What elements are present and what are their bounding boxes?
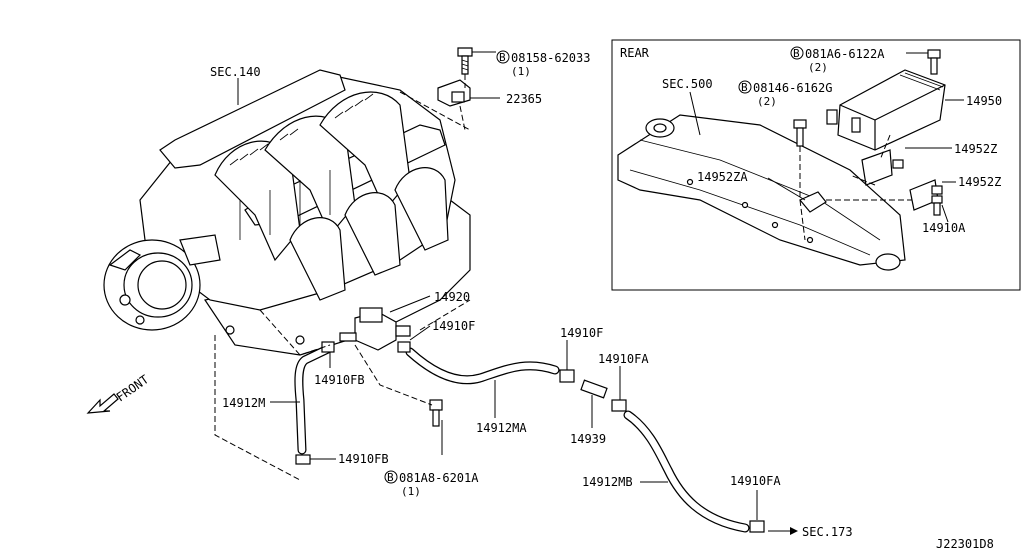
sec500-label: SEC.500 <box>662 77 713 91</box>
valve-bolt-label: 14910A <box>922 221 966 235</box>
hose-14912mb <box>623 410 750 533</box>
valve-label: 14920 <box>434 290 470 304</box>
clip-fa2-label: 14910FA <box>730 474 781 488</box>
canister-label: 14950 <box>966 94 1002 108</box>
clip-14910f-lower <box>559 369 575 383</box>
bolt-marker-text-3: B <box>741 81 748 94</box>
bolt-marker-1 <box>496 50 510 64</box>
bracket1-label: 14952Z <box>954 142 997 156</box>
clip-fa1-label: 14910FA <box>598 352 649 366</box>
clip-14910fa-upper <box>611 399 627 412</box>
bolt-canister <box>927 49 941 75</box>
bracket-14952za <box>799 191 827 213</box>
bracket-14952z-upper <box>861 149 904 186</box>
bolt-14910a <box>931 195 943 216</box>
bolt2-qty-label: (2) <box>808 61 828 74</box>
sensor-label: 22365 <box>506 92 542 106</box>
hose-14912ma <box>405 347 560 385</box>
bolt-marker-text-1: B <box>499 51 506 64</box>
clip-14910f-upper <box>397 341 411 353</box>
bolt2-code-label: 081A6-6122A <box>805 47 885 61</box>
canister-14950 <box>826 69 946 151</box>
connector-label: 14939 <box>570 432 606 446</box>
bolt-frame <box>793 119 807 147</box>
clip-fb2-label: 14910FB <box>338 452 389 466</box>
bracket2-label: 14952ZA <box>697 170 748 184</box>
purge-valve-14920 <box>339 307 411 351</box>
bolt-marker-text-4: B <box>387 471 394 484</box>
front-label: FRONT <box>114 372 152 404</box>
bolt-marker-2 <box>790 46 804 60</box>
bolt3-code-label: 08146-6162G <box>753 81 832 95</box>
bolt1-code-label: 08158-62033 <box>511 51 590 65</box>
bolt-marker-4 <box>384 470 398 484</box>
clip-f2-label: 14910F <box>560 326 603 340</box>
bolt-valve <box>429 399 443 427</box>
clip-14910fb-upper <box>321 341 335 353</box>
hose-mb-label: 14912MB <box>582 475 633 489</box>
sensor-22365 <box>437 79 471 107</box>
intake-manifold <box>103 69 471 356</box>
hose-ma-label: 14912MA <box>476 421 527 435</box>
front-arrow-icon <box>86 393 119 414</box>
sec173-label: SEC.173 <box>802 525 853 539</box>
clip-f1-label: 14910F <box>432 319 475 333</box>
connector-14939 <box>580 379 608 399</box>
rear-detail-box <box>611 39 1021 291</box>
bolt4-code-label: 081A8-6201A <box>399 471 479 485</box>
bolt4-qty-label: (1) <box>401 485 421 498</box>
clip-fb1-label: 14910FB <box>314 373 365 387</box>
bolt-top <box>457 47 473 75</box>
chassis-frame <box>617 114 906 271</box>
bolt1-qty-label: (1) <box>511 65 531 78</box>
sec173-arrow-icon <box>768 527 798 535</box>
bolt3-qty-label: (2) <box>757 95 777 108</box>
diagram-id-label: J22301D8 <box>936 537 994 551</box>
bracket3-label: 14952Z <box>958 175 1001 189</box>
sec140-label: SEC.140 <box>210 65 261 79</box>
clip-14910fb-lower <box>295 454 311 465</box>
bolt-marker-3 <box>738 80 752 94</box>
clip-14910fa-lower <box>749 520 765 533</box>
hose-14912m <box>294 343 335 455</box>
bolt-marker-text-2: B <box>793 47 800 60</box>
rear-label: REAR <box>620 46 650 60</box>
hose-m-label: 14912M <box>222 396 265 410</box>
bracket-14952z-lower <box>909 179 943 211</box>
